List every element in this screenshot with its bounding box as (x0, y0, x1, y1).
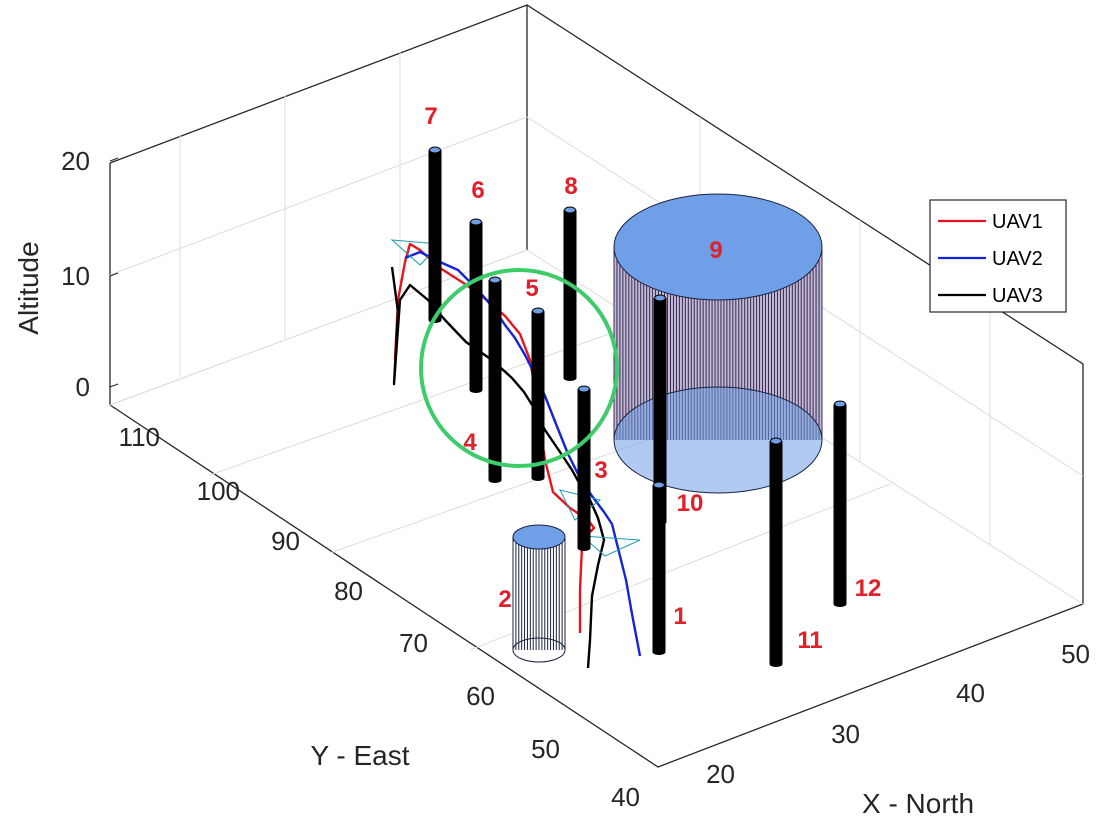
obstacle-label-12: 12 (855, 575, 882, 602)
obstacle-1 (652, 481, 666, 655)
z-tick-label: 0 (76, 372, 90, 402)
legend-label-uav2: UAV2 (992, 248, 1043, 270)
obstacle-3 (577, 385, 591, 551)
obstacle-5 (531, 307, 545, 481)
y-tick-label: 110 (119, 422, 160, 452)
obstacle-label-2: 2 (498, 586, 511, 613)
y-tick-label: 70 (399, 628, 428, 658)
y-axis-label: Y - East (310, 740, 409, 771)
obstacle-4 (488, 276, 502, 483)
legend: UAV1 UAV2 UAV3 (929, 199, 1067, 313)
obstacle-label-6: 6 (471, 177, 484, 204)
obstacle-7 (428, 146, 442, 323)
formation-link (580, 535, 641, 557)
obstacle-label-10: 10 (677, 490, 704, 517)
y-tick-label: 90 (271, 526, 300, 556)
grid-lines (109, 52, 1084, 651)
x-tick-label: 50 (1061, 639, 1090, 669)
x-axis-label: X - North (862, 788, 974, 819)
z-tick-mark (109, 383, 119, 388)
obstacle-11 (769, 437, 783, 667)
obstacle-2 (512, 524, 566, 663)
obstacle-label-1: 1 (673, 603, 686, 630)
y-tick-label: 100 (197, 476, 240, 506)
obstacle-label-3: 3 (594, 457, 607, 484)
y-tick-label: 60 (466, 681, 495, 711)
obstacle-label-11: 11 (797, 627, 822, 654)
z-tick-label: 10 (61, 261, 90, 291)
x-tick-label: 20 (706, 759, 735, 789)
obstacle-8 (563, 206, 577, 381)
legend-label-uav3: UAV3 (992, 285, 1043, 307)
obstacle-label-5: 5 (525, 275, 538, 302)
obstacle-12 (833, 400, 847, 607)
y-tick-label: 40 (611, 782, 640, 812)
y-tick-label: 80 (334, 576, 363, 606)
z-tick-label: 20 (61, 146, 90, 176)
obstacle-label-7: 7 (424, 103, 437, 130)
obstacle-label-9: 9 (709, 237, 722, 264)
z-tick-mark (109, 157, 119, 162)
z-axis-label: Altitude (13, 241, 44, 334)
highlight-circle (419, 268, 619, 468)
axis-box (109, 4, 1084, 768)
legend-label-uav1: UAV1 (992, 211, 1043, 233)
z-tick-mark (109, 272, 119, 277)
y-tick-label: 50 (531, 734, 560, 764)
x-tick-label: 40 (956, 678, 985, 708)
obstacle-label-8: 8 (564, 173, 577, 200)
obstacle-6 (469, 218, 483, 393)
x-tick-label: 30 (831, 719, 860, 749)
trajectory-uav2 (404, 250, 642, 657)
